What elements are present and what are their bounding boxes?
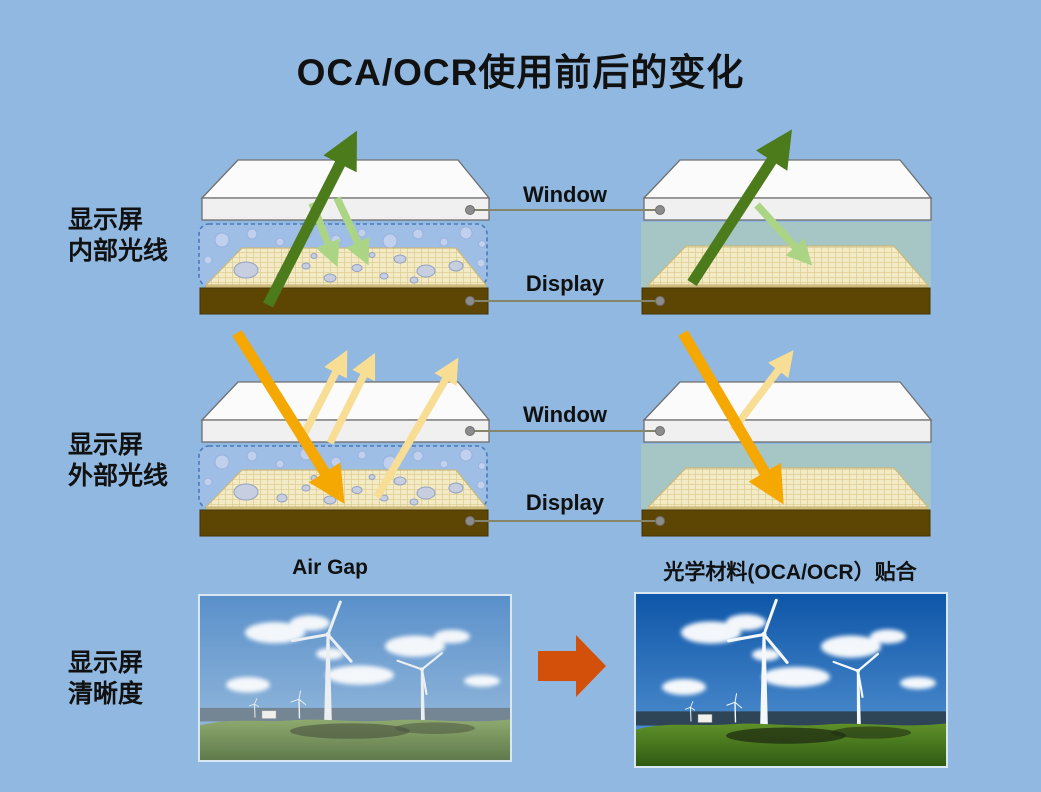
display-label-row1: Display (525, 271, 605, 296)
leader-dot (465, 205, 475, 215)
rocks (726, 727, 846, 744)
label-clarity-line1: 显示屏 (68, 649, 144, 677)
window-slab (642, 159, 933, 221)
wind-turbine (396, 652, 443, 726)
display-label-row2: Display (525, 490, 605, 515)
label-internal-light-line1: 显示屏 (68, 206, 144, 234)
display-front-edge (648, 285, 928, 289)
caption-oca-bond: 光学材料(OCA/OCR）贴合 (663, 561, 917, 584)
wind-turbine (291, 600, 353, 728)
haze-overlay (200, 596, 510, 760)
leader-dot (655, 205, 665, 215)
display-leader-row2 (465, 516, 665, 526)
leader-dot (465, 516, 475, 526)
rocks (831, 726, 911, 739)
reflection-arrow (333, 196, 370, 266)
window-slab (642, 381, 933, 443)
reflection-arrow (326, 352, 376, 445)
display-front-edge (648, 507, 928, 511)
label-internal-light: 显示屏 内部光线 (68, 205, 218, 267)
leader-dot (655, 516, 665, 526)
diagram-external-airgap (198, 330, 491, 537)
wind-turbines (684, 598, 879, 732)
window-label-row2: Window (522, 402, 608, 427)
wind-turbine (248, 698, 260, 718)
external-light-arrow (232, 330, 345, 504)
diagram-internal-airgap (198, 130, 491, 315)
substrate (641, 509, 931, 537)
transition-arrow (538, 633, 608, 699)
rocks (290, 723, 410, 739)
rocks (395, 722, 475, 734)
internal-light-arrow (263, 130, 358, 308)
wind-turbine (684, 701, 696, 722)
reflection-arrow (296, 349, 348, 444)
wind-turbine (832, 652, 879, 730)
clouds (226, 615, 500, 693)
leader-dot (655, 426, 665, 436)
label-external-light: 显示屏 外部光线 (68, 430, 218, 492)
display-front-edge (206, 285, 486, 289)
substrate (641, 287, 931, 315)
clouds (662, 614, 936, 696)
display-bubbles (233, 252, 464, 284)
substrate (199, 509, 489, 537)
sea (636, 711, 946, 726)
display-surface (646, 467, 930, 508)
leader-dot (465, 296, 475, 306)
wind-turbine (290, 690, 307, 719)
page-title: OCA/OCR使用前后的变化 (296, 52, 745, 93)
reflection-arrow (373, 357, 459, 499)
building (261, 710, 277, 719)
wind-turbine (727, 598, 789, 732)
sea (200, 707, 510, 722)
diagram-external-oca (641, 330, 933, 537)
reflection-arrow (754, 202, 813, 266)
window-label-row1: Window (522, 182, 608, 207)
leader-dot (465, 426, 475, 436)
label-clarity-line2: 清晰度 (68, 680, 144, 708)
diagram-internal-oca (641, 129, 933, 315)
external-light-arrow (678, 330, 784, 505)
reflection-arrow (730, 350, 794, 433)
caption-air-gap: Air Gap (292, 556, 368, 579)
photo-after-clear (634, 592, 948, 768)
substrate (199, 287, 489, 315)
label-clarity: 显示屏 清晰度 (68, 648, 218, 710)
building (697, 714, 713, 723)
window-leader-row2 (465, 426, 665, 436)
wind-turbine (726, 693, 743, 723)
label-external-light-line1: 显示屏 (68, 431, 144, 459)
right-arrow-icon (538, 635, 606, 697)
label-external-light-line2: 外部光线 (68, 462, 169, 490)
wind-turbines (248, 600, 443, 728)
leader-dot (655, 296, 665, 306)
label-internal-light-line2: 内部光线 (68, 237, 169, 265)
photo-before-hazy (198, 594, 512, 762)
display-leader-row1 (465, 296, 665, 306)
internal-light-arrow (687, 129, 793, 287)
window-leader-row1 (465, 205, 665, 215)
display-front-edge (206, 507, 486, 511)
